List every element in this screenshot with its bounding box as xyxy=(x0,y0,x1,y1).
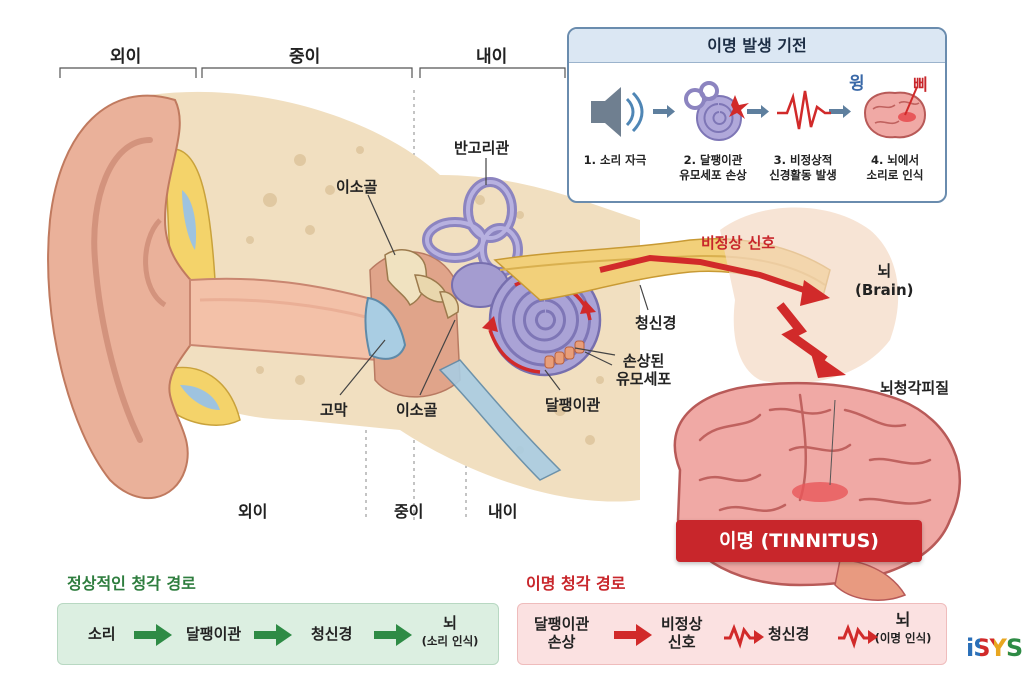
cochlea-icon xyxy=(684,81,749,141)
brain-shape xyxy=(673,381,961,601)
pinna xyxy=(47,94,201,499)
normal-path-title: 정상적인 청각 경로 xyxy=(67,574,196,593)
label-auditory-nerve: 청신경 xyxy=(635,314,677,332)
mechanism-icons xyxy=(591,81,927,141)
label-cochlea: 달팽이관 xyxy=(545,396,601,414)
sound-word-hum: 윙 xyxy=(849,74,865,94)
tinnitus-path-brain-label: 뇌 xyxy=(895,610,911,629)
normal-path-item-cochlea: 달팽이관 xyxy=(186,625,242,643)
tinnitus-path-item-cochlea: 달팽이관 손상 xyxy=(534,615,590,651)
eardrum-shape xyxy=(364,296,407,360)
normal-path-box: 소리 달팽이관 청신경 뇌 (소리 인식) xyxy=(57,603,499,665)
section-label-inner-bottom: 내이 xyxy=(488,502,518,521)
tinnitus-path-box: 달팽이관 손상 비정상 신호 청신경 뇌 (이명 인식) xyxy=(517,603,947,665)
tinnitus-path-brain-sub: (이명 인식) xyxy=(874,631,932,645)
tinnitus-banner: 이명 (TINNITUS) xyxy=(676,520,922,562)
label-auditory-cortex: 뇌청각피질 xyxy=(880,379,950,397)
mechanism-title: 이명 발생 기전 xyxy=(569,29,945,63)
mechanism-step-4: 4. 뇌에서 소리로 인식 xyxy=(866,153,924,182)
section-label-middle-top: 중이 xyxy=(289,47,321,67)
section-brackets xyxy=(59,67,566,78)
tinnitus-path-item-signal: 비정상 신호 xyxy=(661,615,703,651)
label-damaged-hair-cells: 손상된 유모세포 xyxy=(616,352,672,388)
label-ossicles-bottom: 이소골 xyxy=(396,401,438,419)
mechanism-step-1: 1. 소리 자극 xyxy=(583,153,647,167)
tinnitus-path-item-nerve: 청신경 xyxy=(768,625,810,643)
normal-path-brain-label: 뇌 xyxy=(443,614,457,632)
abnormal-signal-icon xyxy=(777,90,831,130)
tinnitus-path-title: 이명 청각 경로 xyxy=(526,574,626,593)
label-abnormal-signal: 비정상 신호 xyxy=(701,234,776,252)
normal-path-item-brain: 뇌 (소리 인식) xyxy=(410,614,490,650)
isys-logo: iSYS xyxy=(966,634,1023,662)
speaker-icon xyxy=(591,87,644,137)
normal-path-arrows xyxy=(134,624,412,646)
sound-word-beep: 삐 xyxy=(913,75,928,94)
mechanism-step-2: 2. 달팽이관 유모세포 손상 xyxy=(679,153,747,182)
tinnitus-path-arrows xyxy=(614,623,878,649)
label-semicircular-canals: 반고리관 xyxy=(454,139,510,157)
normal-path-item-nerve: 청신경 xyxy=(311,625,353,643)
normal-path-brain-sub: (소리 인식) xyxy=(421,634,479,648)
section-label-middle-bottom: 중이 xyxy=(394,502,424,521)
logo-text: iSYS xyxy=(966,634,1023,662)
normal-path-item-sound: 소리 xyxy=(88,625,116,643)
tinnitus-path-item-brain: 뇌 (이명 인식) xyxy=(861,611,945,647)
mechanism-panel: 이명 발생 기전 윙 xyxy=(567,27,947,203)
section-label-outer-top: 외이 xyxy=(110,47,142,67)
section-label-outer-bottom: 외이 xyxy=(238,502,268,521)
label-ossicles-top: 이소골 xyxy=(336,178,378,196)
label-eardrum: 고막 xyxy=(320,401,348,419)
brain-icon xyxy=(863,86,927,139)
mechanism-step-3: 3. 비정상적 신경활동 발생 xyxy=(769,153,837,182)
section-label-inner-top: 내이 xyxy=(476,47,508,67)
label-brain: 뇌 (Brain) xyxy=(855,262,914,299)
